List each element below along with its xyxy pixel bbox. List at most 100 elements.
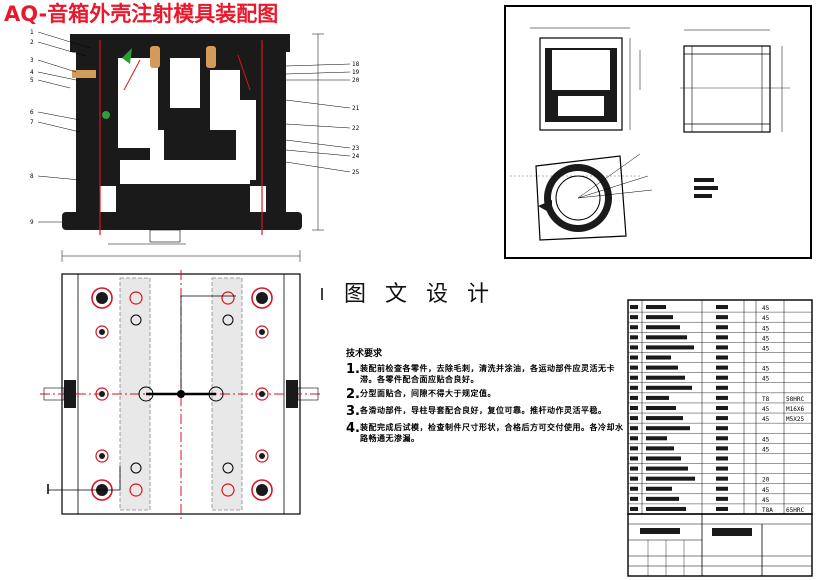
bom-part-code: [716, 345, 728, 350]
plan-view: [40, 250, 323, 520]
bom-material: T8: [762, 396, 770, 403]
bom-part-code: [716, 436, 728, 441]
bom-part-name: [646, 416, 683, 421]
bom-part-name: [646, 335, 687, 340]
callout-19: 19: [352, 69, 360, 76]
bom-note: 58HRC: [786, 396, 804, 403]
bom-part-code: [716, 315, 728, 320]
left-callouts: 1 2 3 4 5 6 7 8 9: [30, 29, 34, 226]
bom-item-number: [630, 466, 638, 471]
bom-part-name: [646, 305, 666, 310]
note-item: 1. 装配前检查各零件，去除毛刺，清洗并涂油，各运动部件应灵活无卡滞。各零件配合…: [346, 362, 615, 385]
bom-item-number: [630, 385, 638, 390]
bom-material: T8A: [762, 507, 773, 514]
callout-23: 23: [352, 145, 360, 152]
right-callouts: 18 19 20 21 22 23 24 25: [352, 61, 360, 176]
watermark-text: 图 文 设 计: [340, 276, 499, 308]
callout-8: 8: [30, 173, 34, 180]
bom-material: 45: [762, 305, 770, 312]
bom-item-number: [630, 395, 638, 400]
bom-material: 45: [762, 436, 770, 443]
bom-part-name: [646, 405, 676, 411]
bom-material: 20: [762, 477, 770, 484]
bom-part-code: [716, 466, 728, 471]
bom-material: 45: [762, 406, 770, 413]
technical-requirements: 技术要求 1. 装配前检查各零件，去除毛刺，清洗并涂油，各运动部件应灵活无卡滞。…: [346, 346, 626, 447]
bom-part-name: [646, 446, 674, 451]
bom-item-number: [630, 355, 638, 360]
bom-part-name: [646, 385, 692, 390]
bom-material: 45: [762, 446, 770, 453]
bom-note: M16X6: [786, 406, 804, 413]
bom-note: M5X25: [786, 416, 804, 423]
callout-3: 3: [30, 57, 34, 64]
bom-item-number: [630, 436, 638, 441]
bom-part-code: [716, 365, 728, 370]
bom-part-code: [716, 395, 728, 400]
callout-4: 4: [30, 69, 34, 76]
bom-part-code: [716, 506, 728, 511]
bom-material: 45: [762, 345, 770, 352]
bom-part-name: [646, 496, 679, 501]
callout-25: 25: [352, 169, 360, 176]
bom-part-name: [646, 456, 681, 461]
bom-item-number: [630, 335, 638, 340]
bom-item-number: [630, 476, 638, 481]
title-block: [627, 513, 813, 577]
callout-1: 1: [30, 29, 34, 36]
bom-part-code: [716, 325, 728, 330]
bom-part-name: [646, 436, 667, 441]
bom-part-code: [716, 305, 728, 310]
bom-part-name: [646, 506, 686, 511]
note-item: 2. 分型面贴合，间隙不得大于规定值。: [346, 387, 496, 402]
bom-item-number: [630, 375, 638, 380]
bom-part-name: [646, 395, 669, 400]
bom-part-name: [646, 315, 673, 320]
bom-part-name: [646, 325, 680, 330]
bom-item-number: [630, 456, 638, 461]
bom-part-code: [716, 416, 728, 421]
bom-part-name: [646, 365, 678, 370]
notes-heading: 技术要求: [346, 349, 383, 359]
bom-item-number: [630, 506, 638, 511]
bom-part-code: [716, 355, 728, 360]
bom-part-code: [716, 335, 728, 340]
bom-part-name: [646, 486, 672, 491]
note-item: 4. 装配完成后试模，检查制件尺寸形状，合格后方可交付使用。各冷却水路畅通无渗漏…: [346, 421, 624, 444]
callout-5: 5: [30, 77, 34, 84]
bom-material: 45: [762, 497, 770, 504]
bom-part-name: [646, 345, 694, 350]
note-item: 3. 各滑动部件，导柱导套配合良好，复位可靠。推杆动作灵活平稳。: [346, 404, 607, 419]
bom-item-number: [630, 486, 638, 491]
part-detail-box: [504, 5, 812, 259]
bom-material: 45: [762, 416, 770, 423]
bom-part-name: [646, 466, 688, 471]
bom-material: 45: [762, 335, 770, 342]
bom-part-code: [716, 446, 728, 451]
bom-part-name: [646, 355, 671, 360]
bom-material: 45: [762, 325, 770, 332]
bom-material: 45: [762, 315, 770, 322]
bom-part-name: [646, 375, 685, 380]
drawing-title: AQ-音箱外壳注射模具装配图: [4, 2, 279, 26]
bom-item-number: [630, 305, 638, 310]
callout-7: 7: [30, 119, 34, 126]
callout-2: 2: [30, 39, 34, 46]
bom-part-code: [716, 426, 728, 431]
callout-9: 9: [30, 219, 34, 226]
callout-22: 22: [352, 125, 360, 132]
bom-item-number: [630, 416, 638, 421]
bom-item-number: [630, 325, 638, 330]
bom-part-name: [646, 426, 690, 431]
bom-item-number: [630, 315, 638, 320]
callout-24: 24: [352, 153, 360, 160]
callout-21: 21: [352, 105, 360, 112]
bom-part-code: [716, 405, 728, 411]
bom-part-code: [716, 476, 728, 481]
callout-20: 20: [352, 77, 360, 84]
bom-item-number: [630, 365, 638, 370]
bom-part-code: [716, 375, 728, 380]
bom-part-code: [716, 385, 728, 390]
bom-material: 45: [762, 376, 770, 383]
